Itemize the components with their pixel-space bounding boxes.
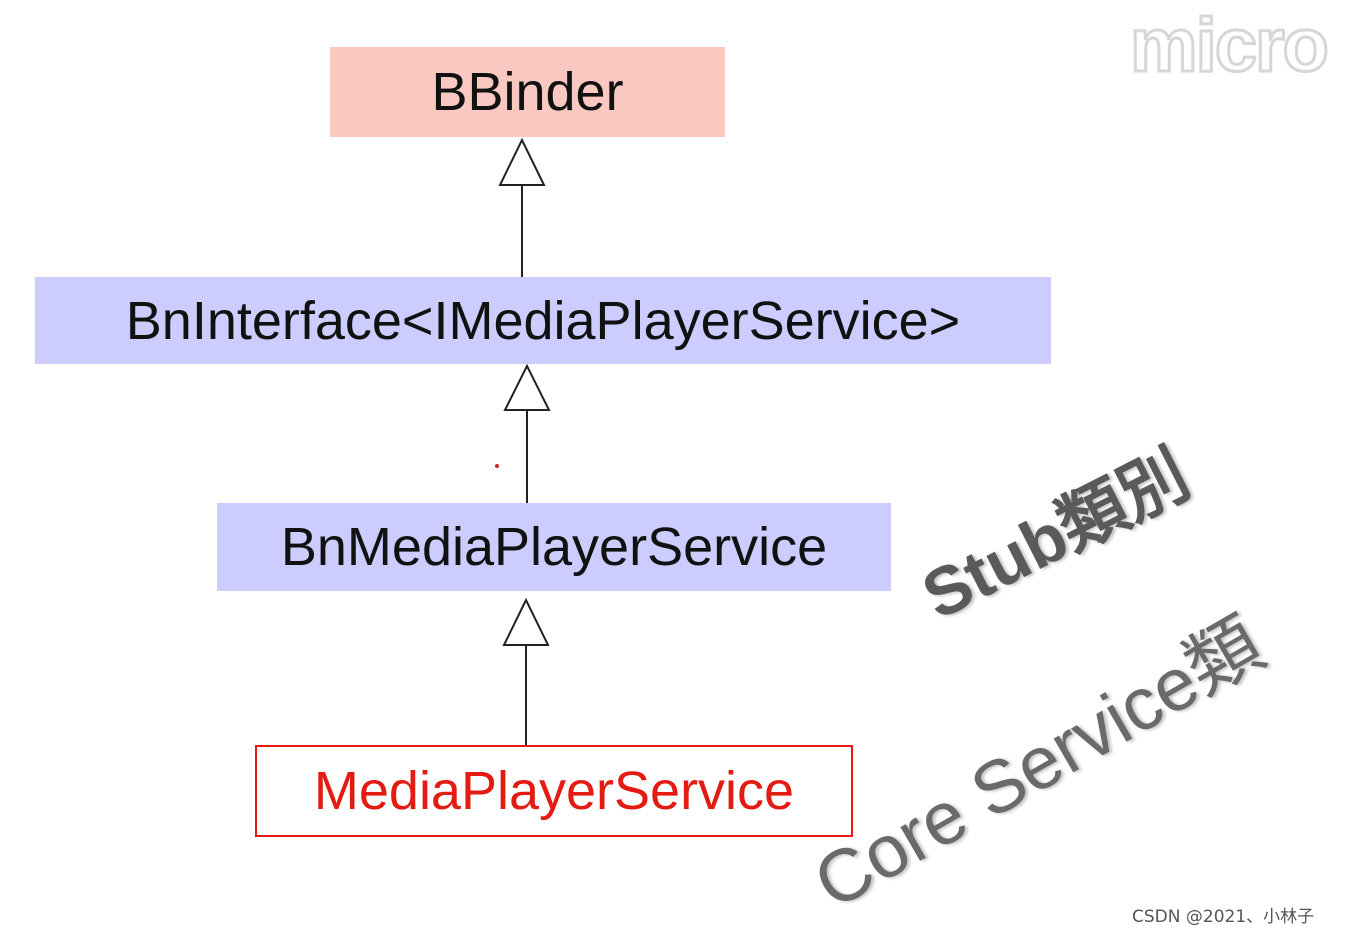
node-label: MediaPlayerService [313,761,795,821]
inheritance-arrowhead [502,597,550,646]
node-bninterface: BnInterface<IMediaPlayerService> [35,277,1051,364]
node-label: BBinder [431,62,624,122]
corner-watermark: micro [1129,2,1331,90]
inheritance-arrowhead [498,137,546,186]
node-bbinder: BBinder [330,47,725,137]
node-label: BnInterface<IMediaPlayerService> [125,290,961,351]
inheritance-arrowhead [503,363,551,411]
node-label: BnMediaPlayerService [280,517,828,577]
stray-dot [495,464,499,468]
node-bnmediaplayerservice: BnMediaPlayerService [217,503,891,591]
node-mediaplayerservice: MediaPlayerService [255,745,853,837]
credit-watermark: CSDN @2021、小林子 [1132,907,1315,927]
